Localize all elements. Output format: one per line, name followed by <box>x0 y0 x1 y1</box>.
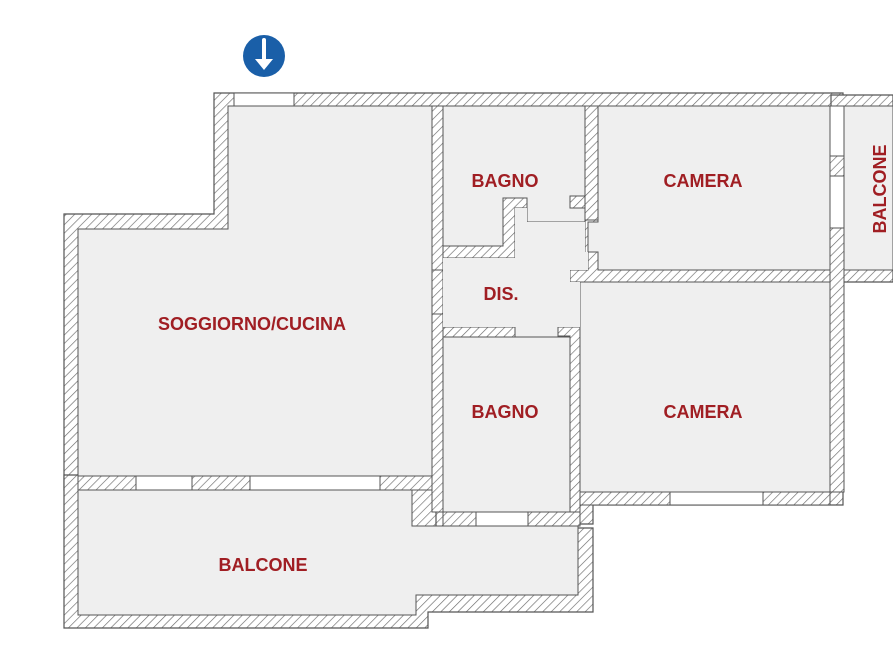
wall-door-stub-top <box>569 195 586 209</box>
label-soggiorno: SOGGIORNO/CUCINA <box>158 314 346 334</box>
wall-bagno-camera-top <box>584 105 599 221</box>
floor-soggiorno <box>77 105 433 477</box>
label-bagno-top: BAGNO <box>472 171 539 191</box>
label-bagno-bottom: BAGNO <box>472 402 539 422</box>
entrance-marker <box>243 35 285 77</box>
label-balcone-right: BALCONE <box>870 145 890 234</box>
wall-bagno-bottom-top <box>442 326 516 338</box>
label-dis: DIS. <box>483 284 518 304</box>
floor-camera-bottom <box>579 281 831 493</box>
label-balcone-bottom: BALCONE <box>219 555 308 575</box>
wall-bagno-bottom-left <box>431 313 444 513</box>
wall-right-divider <box>829 105 845 493</box>
windows <box>135 92 845 527</box>
window-soggiorno-2 <box>249 475 381 491</box>
label-camera-top: CAMERA <box>664 171 743 191</box>
label-camera-bottom: CAMERA <box>664 402 743 422</box>
window-camera-bottom <box>669 491 764 506</box>
window-bagno-bottom <box>475 511 529 527</box>
room-labels: SOGGIORNO/CUCINA BAGNO CAMERA DIS. BAGNO… <box>158 145 890 576</box>
window-camera-top <box>829 175 845 229</box>
window-entrance-top <box>233 92 295 107</box>
wall-bagno-top-left <box>431 105 444 271</box>
dis-floor <box>443 208 588 327</box>
window-soggiorno-1 <box>135 475 193 491</box>
bagno-bottom-floor <box>442 336 571 513</box>
floor-balcone-bottom <box>77 489 579 616</box>
window-camera-top-left <box>829 105 845 157</box>
